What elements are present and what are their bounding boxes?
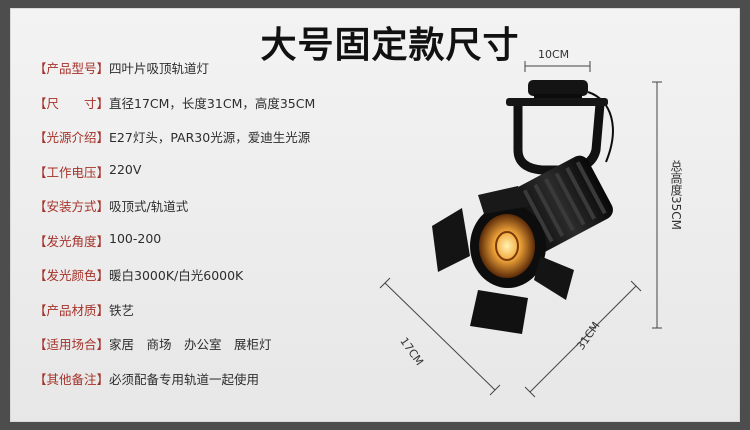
spec-value: 家居 商场 办公室 展柜灯 — [109, 337, 272, 352]
spec-row-material: 【产品材质】 铁艺 — [34, 300, 374, 335]
length-dimension — [524, 280, 642, 398]
spec-row-install: 【安装方式】 吸顶式/轨道式 — [34, 196, 374, 231]
spec-row-angle: 【发光角度】 100-200 — [34, 231, 374, 266]
spec-list: 【产品型号】 四叶片吸顶轨道灯 【尺 寸】 直径17CM，长度31CM，高度35… — [34, 58, 374, 403]
spec-value: 220V — [109, 161, 142, 177]
spec-label: 【其他备注】 — [34, 371, 110, 387]
diameter-dimension — [379, 277, 501, 396]
spec-row-notes: 【其他备注】 必须配备专用轨道一起使用 — [34, 369, 374, 404]
spec-row-voltage: 【工作电压】 220V — [34, 162, 374, 197]
spec-row-usage: 【适用场合】 家居 商场 办公室 展柜灯 — [34, 334, 374, 369]
spec-value: E27灯头，PAR30光源，爱迪生光源 — [109, 130, 311, 145]
spec-label: 【产品型号】 — [34, 61, 110, 76]
spec-label: 【产品材质】 — [34, 302, 110, 318]
product-card — [10, 8, 740, 422]
spec-row-model: 【产品型号】 四叶片吸顶轨道灯 — [34, 58, 374, 93]
spec-value: 暖白3000K/白光6000K — [109, 268, 244, 283]
spec-label: 【工作电压】 — [34, 164, 110, 180]
spec-value: 直径17CM，长度31CM，高度35CM — [109, 95, 316, 111]
spec-value: 铁艺 — [109, 302, 135, 318]
spec-label: 【安装方式】 — [34, 199, 110, 214]
spec-value: 必须配备专用轨道一起使用 — [109, 371, 260, 387]
spec-row-color: 【发光颜色】 暖白3000K/白光6000K — [34, 265, 374, 300]
spec-row-size: 【尺 寸】 直径17CM，长度31CM，高度35CM — [34, 93, 374, 128]
lamp-illustration — [432, 80, 614, 334]
spec-value: 100-200 — [109, 230, 162, 246]
spec-row-light-source: 【光源介绍】 E27灯头，PAR30光源，爱迪生光源 — [34, 127, 374, 162]
spec-label: 【发光角度】 — [34, 233, 110, 249]
height-dimension — [652, 81, 662, 329]
spec-label: 【光源介绍】 — [34, 130, 110, 145]
height-label: 总高度35CM — [669, 160, 683, 231]
top-width-dimension — [524, 61, 591, 72]
spec-value: 四叶片吸顶轨道灯 — [109, 61, 210, 76]
spec-label: 【尺 寸】 — [34, 95, 110, 111]
top-width-label: 10CM — [538, 48, 570, 61]
spec-label: 【发光颜色】 — [34, 268, 110, 283]
spec-label: 【适用场合】 — [34, 337, 110, 352]
page-title: 大号固定款尺寸 — [260, 25, 520, 66]
spec-value: 吸顶式/轨道式 — [109, 199, 189, 214]
